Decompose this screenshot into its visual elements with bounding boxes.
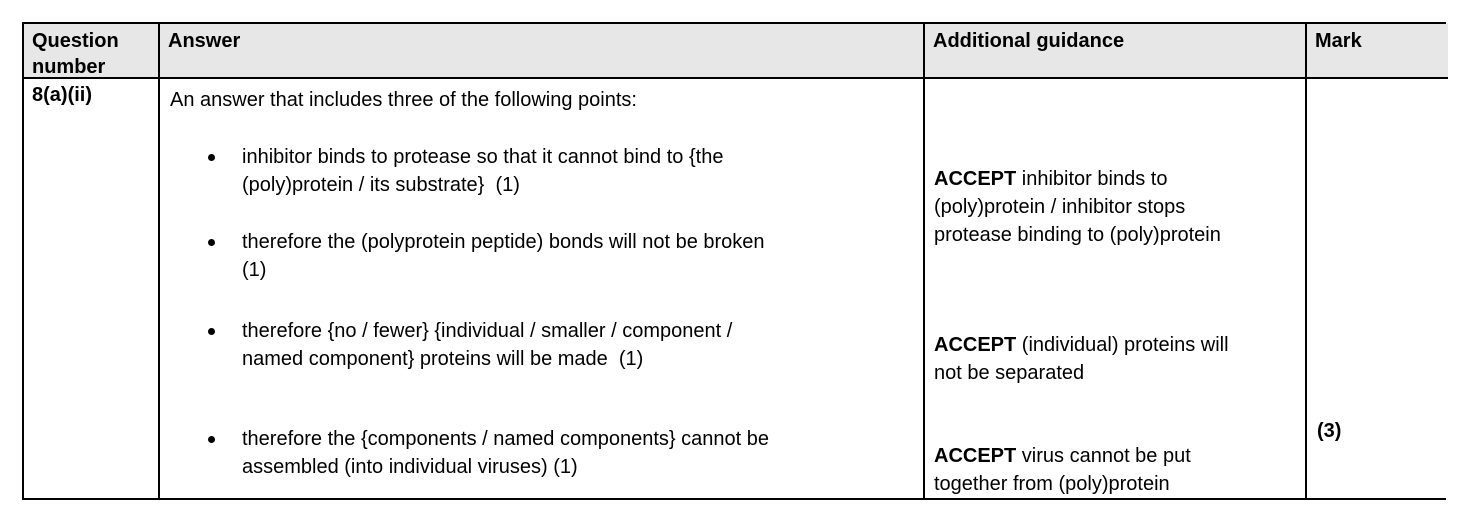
guidance-item-2: ACCEPT (individual) proteins will not be…	[934, 331, 1302, 387]
header-mark-label: Mark	[1315, 30, 1362, 52]
answer-bullet-4-text: therefore the {components / named compon…	[242, 428, 770, 478]
header-mark: Mark	[1307, 24, 1448, 79]
header-answer-label: Answer	[168, 30, 241, 52]
answer-bullet-2: therefore the (polyprotein peptide) bond…	[208, 228, 932, 284]
answer-bullet-4: therefore the {components / named compon…	[208, 425, 932, 481]
guidance-3-text: virus cannot be put together from (poly)…	[934, 445, 1191, 495]
guidance-item-1: ACCEPT inhibitor binds to (poly)protein …	[934, 165, 1302, 249]
header-additional-guidance: Additional guidance	[925, 24, 1307, 79]
answer-cell: An answer that includes three of the fol…	[160, 79, 925, 498]
guidance-3-accept-label: ACCEPT	[934, 445, 1017, 467]
bullet-dot-icon	[208, 239, 215, 246]
mark-value: (3)	[1317, 420, 1342, 442]
additional-guidance-cell: ACCEPT inhibitor binds to (poly)protein …	[925, 79, 1307, 498]
bullet-dot-icon	[208, 436, 215, 443]
guidance-2-text: (individual) proteins will not be separa…	[934, 334, 1229, 384]
guidance-2-accept-label: ACCEPT	[934, 334, 1017, 356]
guidance-item-3: ACCEPT virus cannot be put together from…	[934, 442, 1302, 498]
bullet-dot-icon	[208, 154, 215, 161]
answer-bullet-3-text: therefore {no / fewer} {individual / sma…	[242, 320, 733, 370]
bullet-dot-icon	[208, 328, 215, 335]
answer-intro: An answer that includes three of the fol…	[170, 89, 637, 111]
header-additional-guidance-label: Additional guidance	[933, 30, 1125, 52]
mark-cell: (3)	[1307, 79, 1448, 498]
mark-scheme-table: Question number Answer Additional guidan…	[22, 22, 1448, 500]
guidance-1-text: inhibitor binds to (poly)protein / inhib…	[934, 168, 1221, 246]
question-number-value: 8(a)(ii)	[32, 84, 92, 106]
question-number-cell: 8(a)(ii)	[24, 79, 160, 498]
answer-bullet-1-text: inhibitor binds to protease so that it c…	[242, 146, 724, 196]
answer-bullet-3: therefore {no / fewer} {individual / sma…	[208, 317, 932, 373]
answer-bullet-1: inhibitor binds to protease so that it c…	[208, 143, 932, 199]
header-question-number-label: Question number	[32, 30, 119, 78]
answer-bullet-2-text: therefore the (polyprotein peptide) bond…	[242, 231, 765, 281]
header-question-number: Question number	[24, 24, 160, 79]
guidance-1-accept-label: ACCEPT	[934, 168, 1017, 190]
header-answer: Answer	[160, 24, 925, 79]
